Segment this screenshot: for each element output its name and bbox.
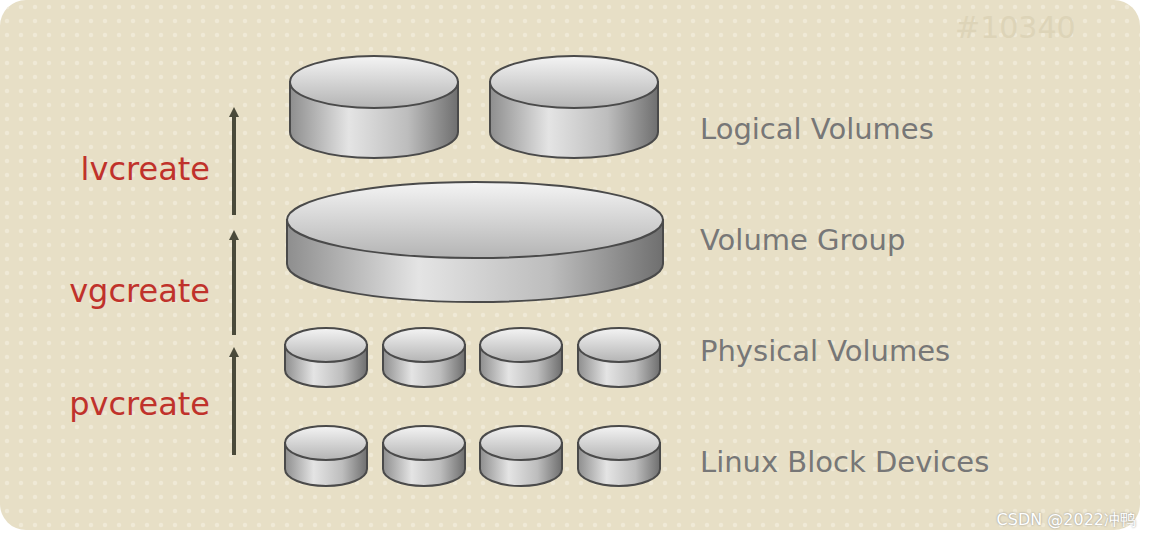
command-label: vgcreate (69, 274, 210, 309)
command-label: pvcreate (69, 387, 210, 422)
layer-label: Logical Volumes (700, 114, 934, 146)
layer-label: Linux Block Devices (700, 447, 989, 479)
layer-label: Physical Volumes (700, 336, 950, 368)
watermark-number: #10340 (955, 11, 1076, 44)
layer-label: Volume Group (700, 225, 905, 257)
step-arrows (232, 112, 236, 455)
cylinders (285, 56, 663, 486)
background-panel (0, 0, 1140, 530)
watermark-text: CSDN @2022冲鸭 (997, 511, 1136, 529)
dot-texture (0, 0, 1140, 530)
command-label: lvcreate (81, 152, 210, 187)
